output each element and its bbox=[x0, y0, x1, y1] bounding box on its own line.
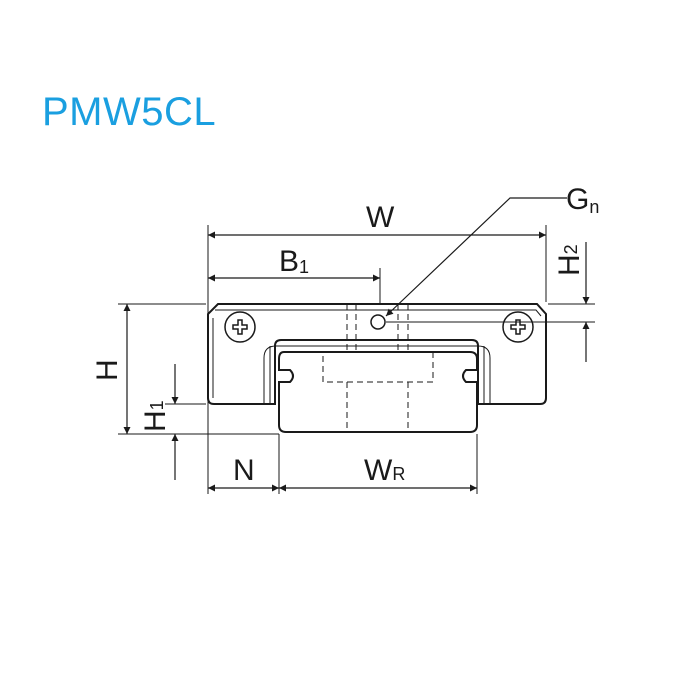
extension-lines bbox=[118, 225, 595, 494]
label-n: N bbox=[233, 454, 255, 487]
carriage-block bbox=[207, 303, 547, 405]
label-b1: B1 bbox=[279, 245, 309, 278]
screw-left-icon bbox=[224, 311, 256, 343]
page-title: PMW5CL bbox=[42, 90, 217, 134]
label-wr: WR bbox=[364, 454, 405, 487]
label-w: W bbox=[366, 201, 395, 234]
label-gn: Gn bbox=[566, 183, 599, 217]
hidden-lines bbox=[322, 304, 434, 432]
guide-rail bbox=[278, 351, 478, 433]
label-h2: H2 bbox=[553, 244, 586, 276]
label-h1: H1 bbox=[139, 400, 172, 432]
dimension-lines bbox=[123, 197, 590, 492]
screw-right-icon bbox=[502, 311, 534, 343]
label-h: H bbox=[91, 359, 124, 381]
grease-hole bbox=[370, 314, 386, 330]
